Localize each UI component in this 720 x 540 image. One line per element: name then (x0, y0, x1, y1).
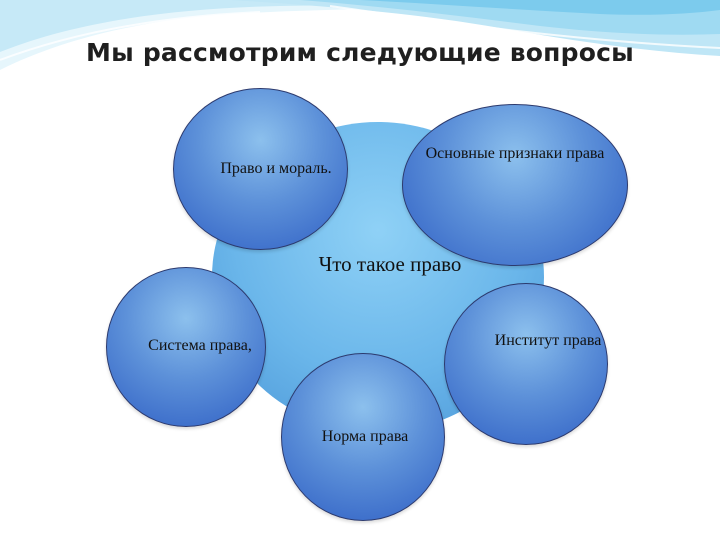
main-features-label: Основные признаки права (425, 145, 605, 162)
institute-of-law-label: Институт права (494, 332, 602, 349)
circle-system-of-law (106, 267, 266, 427)
circle-institute-of-law (444, 283, 608, 445)
circle-norm-of-law (281, 353, 445, 521)
norm-of-law-label: Норма права (321, 428, 409, 445)
law-and-morality-label: Право и мораль. (220, 160, 332, 177)
circle-law-and-morality (173, 88, 348, 250)
circle-main-features-of-law (402, 104, 628, 266)
center-label: Что такое право (318, 252, 462, 276)
slide-title: Мы рассмотрим следующие вопросы (86, 38, 634, 67)
system-of-law-label: Система права, (148, 337, 252, 354)
header-wave-decoration (0, 0, 720, 70)
